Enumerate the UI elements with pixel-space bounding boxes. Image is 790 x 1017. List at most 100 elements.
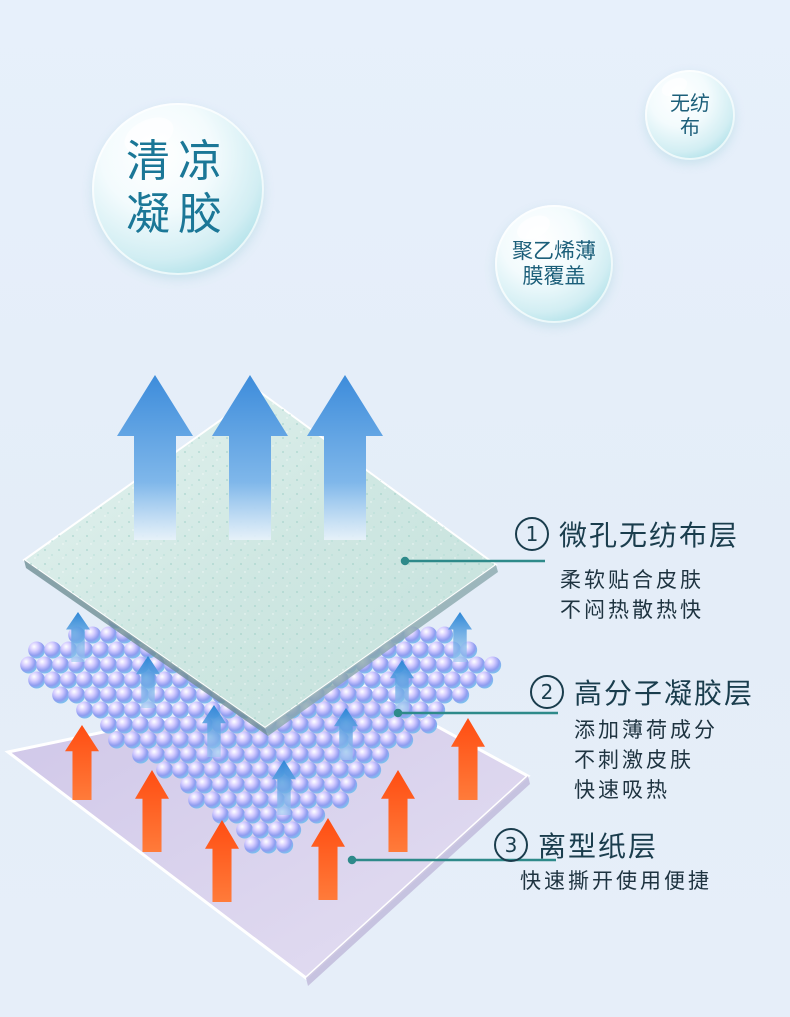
gel-bead	[76, 672, 93, 689]
gel-bead	[284, 822, 301, 839]
gel-bead	[276, 837, 293, 854]
large-blue-arrows	[117, 375, 383, 540]
gel-bead	[324, 777, 341, 794]
gel-bead	[292, 747, 309, 764]
gel-bead	[204, 792, 221, 809]
gel-bead	[420, 627, 437, 644]
gel-bead	[332, 792, 349, 809]
layer1-desc-line: 柔软贴合皮肤	[560, 565, 704, 595]
gel-bead	[156, 732, 173, 749]
gel-bead	[244, 777, 261, 794]
layer2-desc-line: 添加薄荷成分	[574, 715, 718, 745]
gel-bead	[356, 687, 373, 704]
bubble-nonwoven-line2: 布	[670, 115, 710, 139]
gel-bead	[148, 747, 165, 764]
gel-bead	[284, 732, 301, 749]
gel-bead	[188, 792, 205, 809]
gel-bead	[116, 657, 133, 674]
gel-bead	[332, 762, 349, 779]
gel-bead	[468, 657, 485, 674]
layer2-title: 2 高分子凝胶层	[530, 672, 754, 712]
gel-bead	[380, 702, 397, 719]
bubble-film-line2: 膜覆盖	[512, 264, 596, 289]
layer2-description: 添加薄荷成分 不刺激皮肤 快速吸热	[574, 715, 718, 805]
gel-bead	[396, 732, 413, 749]
gel-bead	[404, 717, 421, 734]
gel-bead	[340, 777, 357, 794]
gel-bead	[252, 762, 269, 779]
gel-bead	[148, 717, 165, 734]
gel-bead	[172, 762, 189, 779]
gel-bead	[412, 672, 429, 689]
gel-bead	[180, 717, 197, 734]
gel-bead	[116, 687, 133, 704]
gel-bead	[364, 732, 381, 749]
gel-bead	[428, 642, 445, 659]
gel-bead	[420, 657, 437, 674]
gel-bead	[220, 792, 237, 809]
gel-bead	[196, 777, 213, 794]
layer3-title-text: 离型纸层	[538, 830, 658, 863]
gel-bead	[260, 807, 277, 824]
layer2-title-text: 高分子凝胶层	[574, 677, 754, 710]
gel-bead	[380, 732, 397, 749]
gel-bead	[52, 657, 69, 674]
gel-bead	[308, 777, 325, 794]
gel-bead	[180, 687, 197, 704]
gel-bead	[420, 717, 437, 734]
gel-bead	[316, 792, 333, 809]
gel-bead	[100, 717, 117, 734]
gel-bead	[324, 747, 341, 764]
gel-bead	[124, 732, 141, 749]
gel-bead	[412, 642, 429, 659]
gel-bead	[260, 837, 277, 854]
gel-bead	[132, 747, 149, 764]
gel-bead	[300, 792, 317, 809]
gel-bead	[108, 672, 125, 689]
gel-bead	[84, 687, 101, 704]
gel-bead	[236, 792, 253, 809]
gel-bead	[172, 732, 189, 749]
layer2-number: 2	[530, 675, 564, 709]
layer1-title-text: 微孔无纺布层	[559, 519, 739, 552]
gel-bead	[36, 657, 53, 674]
gel-bead	[292, 717, 309, 734]
layer1-number: 1	[515, 517, 549, 551]
gel-bead	[388, 717, 405, 734]
gel-bead	[60, 672, 77, 689]
gel-bead	[476, 672, 493, 689]
gel-bead	[28, 672, 45, 689]
gel-bead	[164, 687, 181, 704]
gel-bead	[108, 702, 125, 719]
bubble-film-line1: 聚乙烯薄	[512, 239, 596, 264]
gel-bead	[204, 762, 221, 779]
gel-bead	[92, 702, 109, 719]
gel-bead	[244, 837, 261, 854]
gel-bead	[252, 792, 269, 809]
gel-bead	[132, 717, 149, 734]
gel-bead	[300, 762, 317, 779]
layer2-desc-line: 快速吸热	[574, 775, 718, 805]
gel-bead	[188, 762, 205, 779]
gel-bead	[436, 657, 453, 674]
layer3-description: 快速撕开使用便捷	[520, 866, 712, 896]
gel-bead	[244, 807, 261, 824]
gel-bead	[228, 807, 245, 824]
gel-bead	[20, 657, 37, 674]
gel-bead	[156, 762, 173, 779]
gel-bead	[164, 747, 181, 764]
gel-bead	[428, 702, 445, 719]
bubble-nonwoven-line1: 无纺	[670, 91, 710, 115]
gel-bead	[356, 717, 373, 734]
gel-bead	[140, 732, 157, 749]
gel-bead	[244, 747, 261, 764]
gel-bead	[180, 747, 197, 764]
gel-bead	[260, 747, 277, 764]
gel-bead	[44, 642, 61, 659]
gel-bead	[316, 702, 333, 719]
gel-bead	[212, 777, 229, 794]
layer1-title: 1 微孔无纺布层	[515, 514, 739, 554]
gel-bead	[92, 642, 109, 659]
